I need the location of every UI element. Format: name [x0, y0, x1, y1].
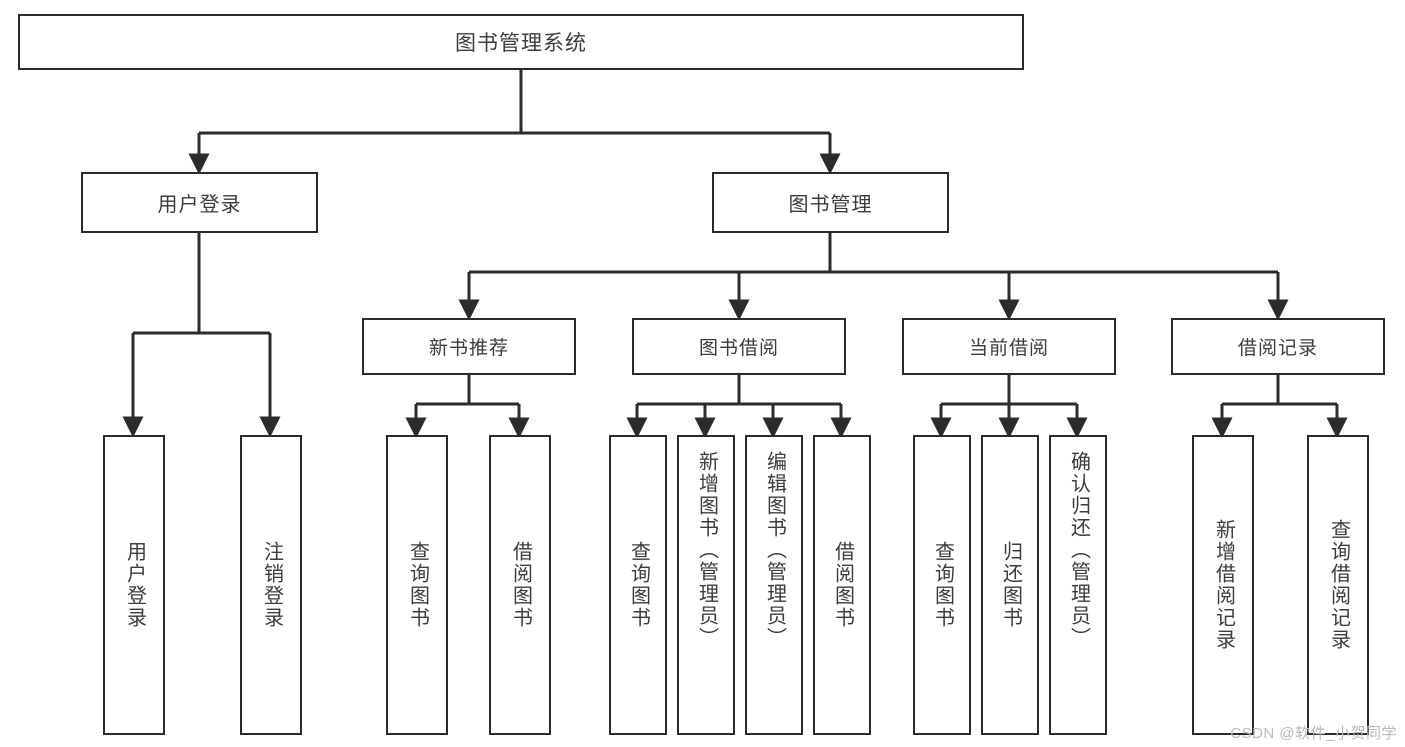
- node-new-book-recommend[interactable]: 新书推荐: [362, 318, 576, 375]
- node-current-borrow[interactable]: 当前借阅: [902, 318, 1116, 375]
- leaf-query-book-1[interactable]: 查询图书: [386, 435, 448, 735]
- leaf-add-record-label: 新增借阅记录: [1212, 519, 1235, 651]
- leaf-edit-book[interactable]: 编辑图书（管理员）: [745, 435, 803, 735]
- node-book-borrow-label: 图书借阅: [698, 338, 779, 359]
- leaf-user-login[interactable]: 用户登录: [103, 435, 165, 735]
- node-root[interactable]: 图书管理系统: [18, 14, 1024, 70]
- leaf-return-book-label: 归还图书: [999, 541, 1022, 629]
- leaf-logout-login[interactable]: 注销登录: [240, 435, 302, 735]
- leaf-confirm-return[interactable]: 确认归还（管理员）: [1049, 435, 1107, 735]
- leaf-add-book-label: 新增图书（管理员）: [695, 451, 718, 649]
- node-root-label: 图书管理系统: [455, 32, 587, 55]
- node-user-login[interactable]: 用户登录: [81, 172, 318, 233]
- leaf-query-record[interactable]: 查询借阅记录: [1307, 435, 1369, 735]
- leaf-borrow-book-1[interactable]: 借阅图书: [489, 435, 551, 735]
- node-borrow-record[interactable]: 借阅记录: [1171, 318, 1385, 375]
- leaf-query-book-1-label: 查询图书: [406, 541, 429, 629]
- leaf-return-book[interactable]: 归还图书: [981, 435, 1039, 735]
- leaf-confirm-return-label: 确认归还（管理员）: [1067, 451, 1090, 649]
- leaf-borrow-book-1-label: 借阅图书: [509, 541, 532, 629]
- node-user-login-label: 用户登录: [157, 194, 242, 216]
- leaf-borrow-book-2[interactable]: 借阅图书: [813, 435, 871, 735]
- node-borrow-record-label: 借阅记录: [1237, 338, 1318, 359]
- leaf-query-record-label: 查询借阅记录: [1327, 519, 1350, 651]
- leaf-query-book-3-label: 查询图书: [931, 541, 954, 629]
- node-book-borrow[interactable]: 图书借阅: [632, 318, 846, 375]
- leaf-query-book-2-label: 查询图书: [627, 541, 650, 629]
- leaf-query-book-2[interactable]: 查询图书: [609, 435, 667, 735]
- node-current-borrow-label: 当前借阅: [968, 338, 1049, 359]
- leaf-add-record[interactable]: 新增借阅记录: [1192, 435, 1254, 735]
- leaf-borrow-book-2-label: 借阅图书: [831, 541, 854, 629]
- leaf-edit-book-label: 编辑图书（管理员）: [763, 451, 786, 649]
- leaf-query-book-3[interactable]: 查询图书: [913, 435, 971, 735]
- leaf-logout-login-label: 注销登录: [260, 541, 283, 629]
- node-new-book-recommend-label: 新书推荐: [428, 338, 509, 359]
- node-book-management-label: 图书管理: [788, 194, 873, 216]
- node-book-management[interactable]: 图书管理: [712, 172, 949, 233]
- leaf-user-login-label: 用户登录: [123, 541, 146, 629]
- leaf-add-book[interactable]: 新增图书（管理员）: [677, 435, 735, 735]
